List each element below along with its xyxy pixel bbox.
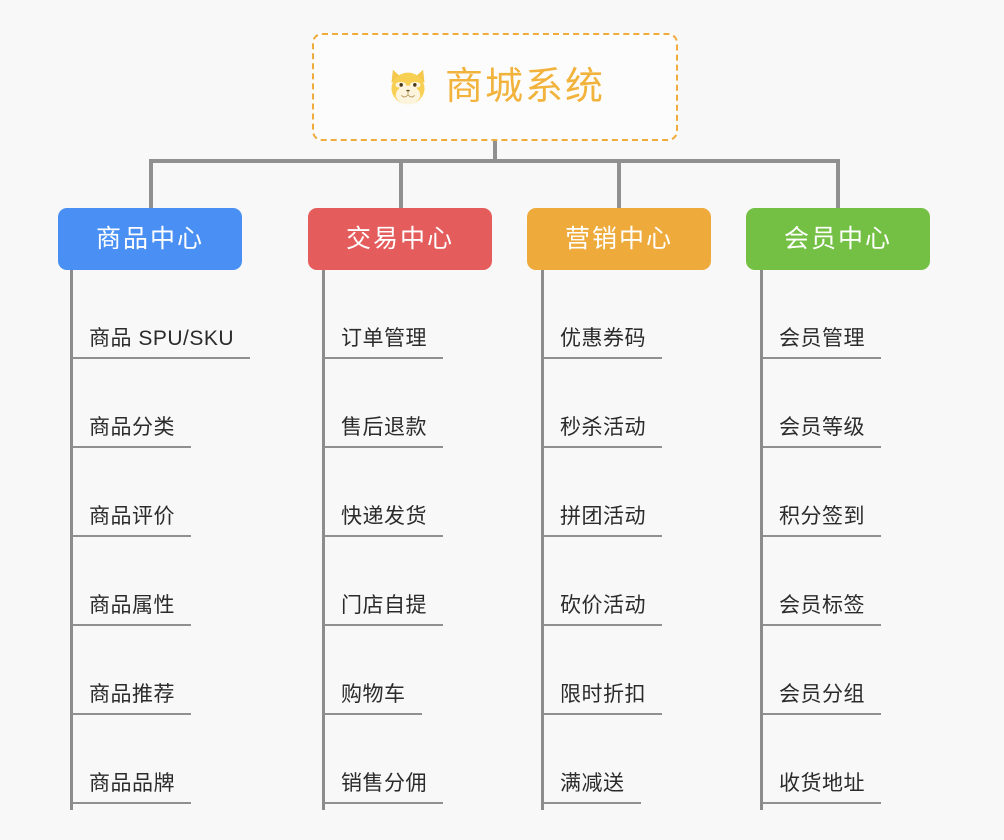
leaf-label: 拼团活动 — [560, 504, 646, 528]
leaf-label: 会员标签 — [779, 593, 865, 617]
leaf-label: 商品推荐 — [89, 682, 175, 706]
leaf-item[interactable]: 快递发货 — [322, 448, 443, 537]
leaf-label: 会员等级 — [779, 415, 865, 439]
branch-node-0[interactable]: 商品中心 — [58, 208, 242, 270]
connector-drop-1 — [149, 159, 153, 208]
leaf-label: 商品分类 — [89, 415, 175, 439]
branch-title-2: 营销中心 — [564, 224, 673, 253]
connector-root-stem — [493, 141, 497, 162]
connector-horizontal-bus — [149, 159, 840, 163]
leaf-item[interactable]: 商品品牌 — [70, 715, 250, 804]
leaf-item[interactable]: 积分签到 — [760, 448, 881, 537]
leaf-label: 优惠券码 — [560, 326, 646, 350]
leaf-label: 收货地址 — [779, 771, 865, 795]
leaf-item[interactable]: 商品评价 — [70, 448, 250, 537]
leaf-label: 会员分组 — [779, 682, 865, 706]
leaf-list-2: 优惠券码 秒杀活动 拼团活动 砍价活动 限时折扣 满减送 — [541, 270, 662, 804]
leaf-item[interactable]: 商品推荐 — [70, 626, 250, 715]
root-node-title: 商城系统 — [444, 66, 605, 108]
leaf-label: 满减送 — [560, 771, 625, 795]
leaf-label: 会员管理 — [779, 326, 865, 350]
leaf-item[interactable]: 商品 SPU/SKU — [70, 270, 251, 359]
connector-drop-2 — [399, 159, 403, 208]
leaf-item[interactable]: 销售分佣 — [322, 715, 443, 804]
leaf-label: 售后退款 — [341, 415, 427, 439]
leaf-item[interactable]: 砍价活动 — [541, 537, 662, 626]
leaf-item[interactable]: 会员管理 — [760, 270, 881, 359]
branch-node-1[interactable]: 交易中心 — [308, 208, 492, 270]
leaf-item[interactable]: 满减送 — [541, 715, 662, 804]
branch-node-2[interactable]: 营销中心 — [527, 208, 711, 270]
branch-title-3: 会员中心 — [783, 224, 892, 253]
branch-spine-1 — [322, 270, 325, 810]
leaf-label: 快递发货 — [341, 504, 427, 528]
leaf-label: 积分签到 — [779, 504, 865, 528]
leaf-item[interactable]: 限时折扣 — [541, 626, 662, 715]
leaf-list-1: 订单管理 售后退款 快递发货 门店自提 购物车 销售分佣 — [322, 270, 443, 804]
branch-title-0: 商品中心 — [95, 224, 204, 253]
leaf-label: 商品品牌 — [89, 771, 175, 795]
branch-spine-3 — [760, 270, 763, 810]
leaf-label: 砍价活动 — [560, 593, 646, 617]
leaf-label: 商品评价 — [89, 504, 175, 528]
leaf-label: 商品属性 — [89, 593, 175, 617]
leaf-item[interactable]: 收货地址 — [760, 715, 881, 804]
connector-drop-3 — [617, 159, 621, 208]
leaf-label: 限时折扣 — [560, 682, 646, 706]
leaf-item[interactable]: 售后退款 — [322, 359, 443, 448]
leaf-label: 购物车 — [341, 682, 406, 706]
leaf-item[interactable]: 门店自提 — [322, 537, 443, 626]
leaf-item[interactable]: 订单管理 — [322, 270, 443, 359]
branch-spine-0 — [70, 270, 73, 810]
leaf-item[interactable]: 会员等级 — [760, 359, 881, 448]
leaf-item[interactable]: 优惠券码 — [541, 270, 662, 359]
leaf-item[interactable]: 秒杀活动 — [541, 359, 662, 448]
leaf-label: 秒杀活动 — [560, 415, 646, 439]
leaf-item[interactable]: 会员分组 — [760, 626, 881, 715]
shiba-dog-icon — [391, 69, 425, 105]
leaf-label: 订单管理 — [341, 326, 427, 350]
connector-drop-4 — [836, 159, 840, 208]
branch-title-1: 交易中心 — [345, 224, 454, 253]
leaf-label: 商品 SPU/SKU — [89, 326, 235, 350]
leaf-item[interactable]: 拼团活动 — [541, 448, 662, 537]
leaf-list-0: 商品 SPU/SKU 商品分类 商品评价 商品属性 商品推荐 商品品牌 — [70, 270, 251, 804]
branch-node-3[interactable]: 会员中心 — [746, 208, 930, 270]
leaf-list-3: 会员管理 会员等级 积分签到 会员标签 会员分组 收货地址 — [760, 270, 881, 804]
leaf-label: 销售分佣 — [341, 771, 427, 795]
leaf-item[interactable]: 购物车 — [322, 626, 443, 715]
leaf-item[interactable]: 商品分类 — [70, 359, 250, 448]
root-node-mall-system[interactable]: 商城系统 — [312, 33, 678, 141]
leaf-item[interactable]: 商品属性 — [70, 537, 250, 626]
leaf-item[interactable]: 会员标签 — [760, 537, 881, 626]
branch-spine-2 — [541, 270, 544, 810]
leaf-label: 门店自提 — [341, 593, 427, 617]
